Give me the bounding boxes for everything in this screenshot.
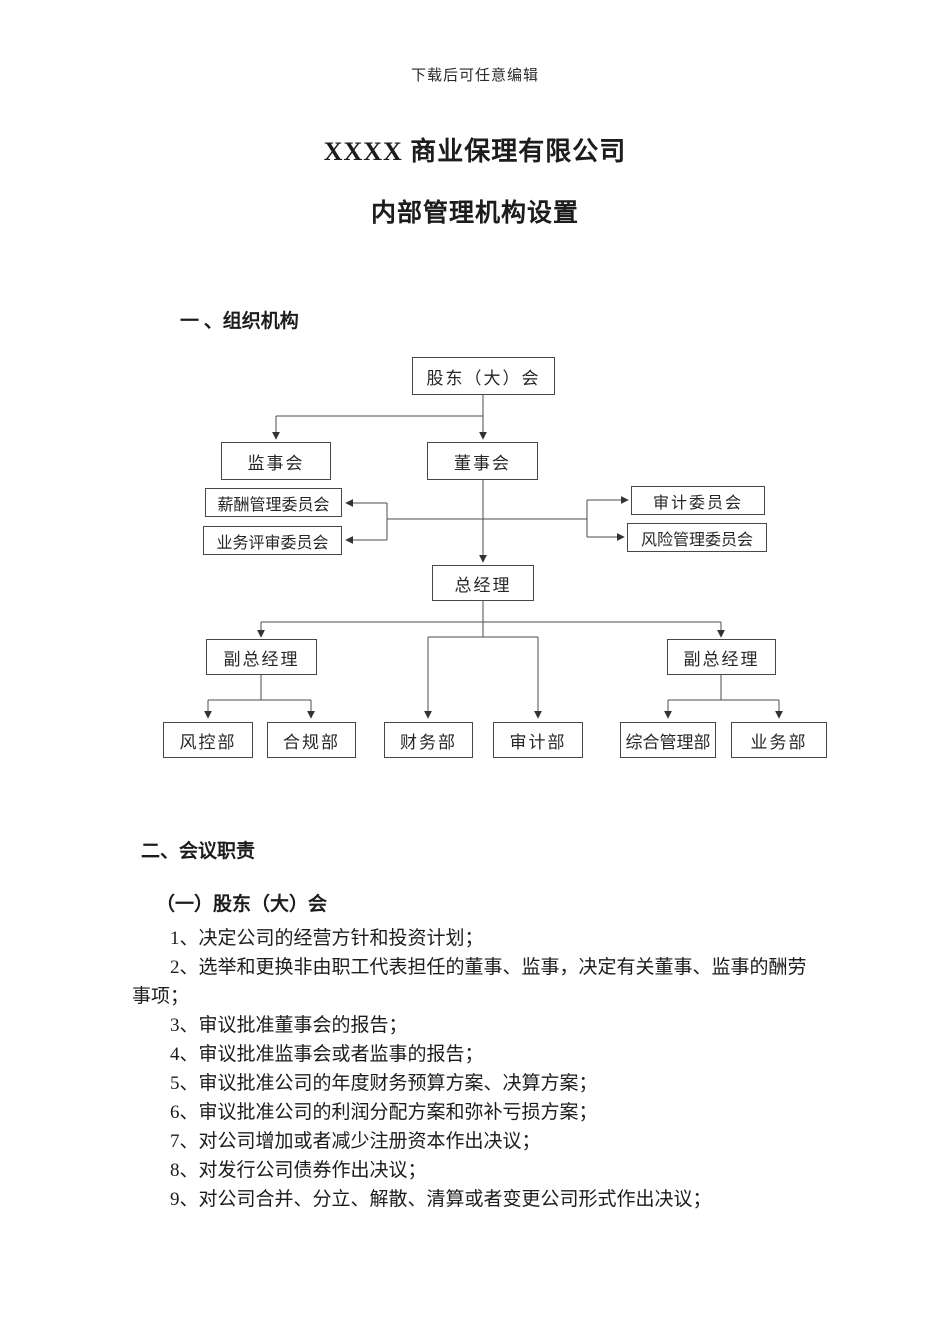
duty-item-5: 5、审议批准公司的年度财务预算方案、决算方案；: [170, 1073, 598, 1094]
org-node-shareholders-meeting: 股东（大）会: [412, 357, 555, 395]
org-node-dept-business: 业务部: [731, 722, 827, 758]
org-node-dept-finance: 财务部: [384, 722, 473, 758]
duty-item-7: 7、对公司增加或者减少注册资本作出决议；: [170, 1131, 541, 1152]
org-node-deputy-gm-left: 副总经理: [206, 639, 317, 675]
duty-item-9: 9、对公司合并、分立、解散、清算或者变更公司形式作出决议；: [170, 1189, 712, 1210]
subsection-heading-shareholders-meeting: （一）股东（大）会: [156, 894, 328, 915]
org-node-deputy-gm-right: 副总经理: [667, 639, 776, 675]
duty-item-3: 3、审议批准董事会的报告；: [170, 1015, 408, 1036]
org-node-board-of-directors: 董事会: [427, 442, 538, 480]
duty-item-4: 4、审议批准监事会或者监事的报告；: [170, 1044, 484, 1065]
org-node-dept-compliance: 合规部: [267, 722, 356, 758]
org-node-risk-committee: 风险管理委员会: [627, 523, 767, 552]
org-node-dept-general-admin: 综合管理部: [620, 722, 716, 758]
org-node-business-review-committee: 业务评审委员会: [203, 526, 342, 555]
org-node-dept-risk-control: 风控部: [163, 722, 253, 758]
duty-item-6: 6、审议批准公司的利润分配方案和弥补亏损方案；: [170, 1102, 598, 1123]
org-node-dept-audit: 审计部: [493, 722, 583, 758]
duty-item-1: 1、决定公司的经营方针和投资计划；: [170, 928, 484, 949]
connector-line: [208, 415, 779, 701]
document-title: XXXX 商业保理有限公司: [323, 137, 627, 166]
duty-item-2: 2、选举和更换非由职工代表担任的董事、监事，决定有关董事、监事的酬劳事项；: [132, 957, 807, 1007]
org-node-compensation-committee: 薪酬管理委员会: [205, 488, 342, 517]
section-heading-organization: 一 、组织机构: [180, 311, 299, 332]
org-node-supervisory-board: 监事会: [221, 442, 331, 480]
org-node-general-manager: 总经理: [432, 565, 534, 601]
duties-list: 1、决定公司的经营方针和投资计划； 2、选举和更换非由职工代表担任的董事、监事，…: [132, 924, 812, 1214]
org-node-audit-committee: 审计委员会: [631, 486, 765, 515]
document-subtitle: 内部管理机构设置: [370, 200, 579, 227]
duty-item-8: 8、对发行公司债券作出决议；: [170, 1160, 427, 1181]
section-heading-duties: 二、会议职责: [141, 841, 256, 862]
org-chart-connectors: [204, 394, 783, 719]
header-note: 下载后可任意编辑: [410, 68, 539, 84]
